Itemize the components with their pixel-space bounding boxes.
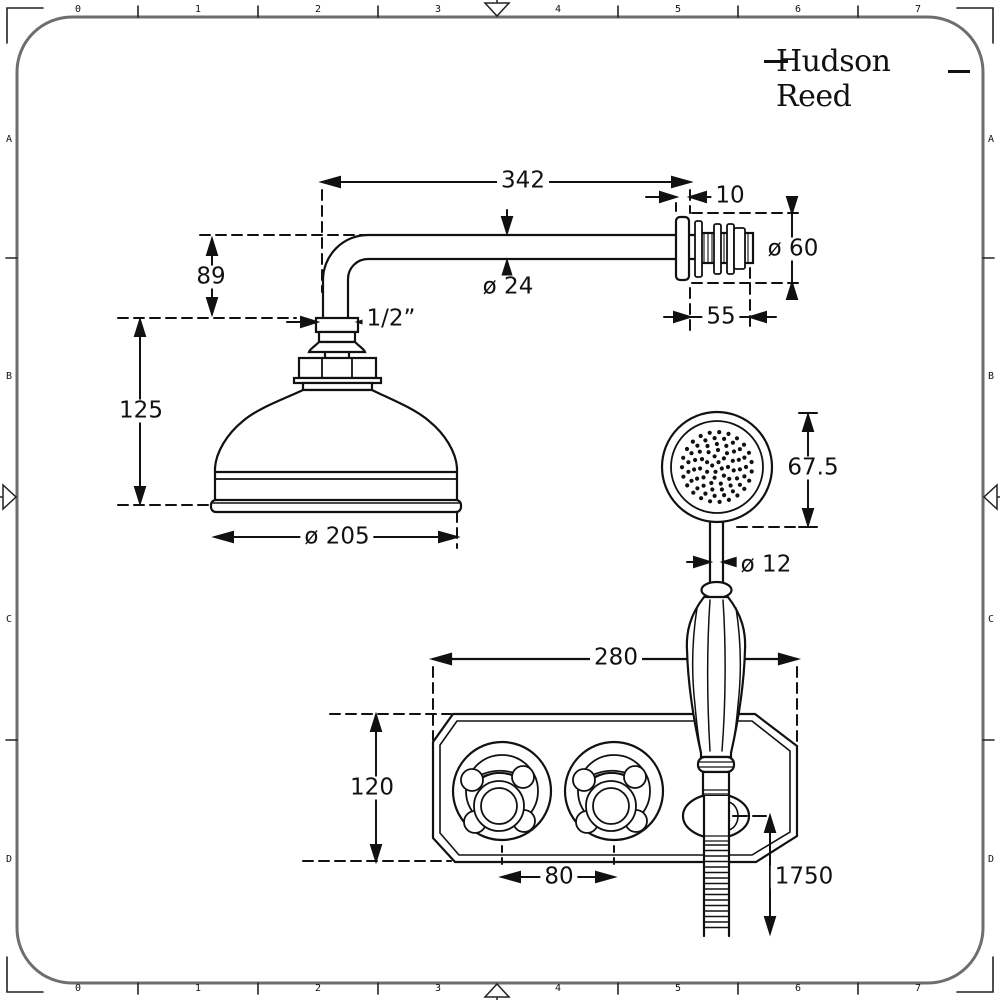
ruler-top-4: 4 [554, 4, 562, 15]
logo-leading-dash [764, 60, 788, 63]
dim-flange-thickness-label: 10 [711, 184, 749, 208]
dim-arm-drop-label: 89 [192, 265, 230, 289]
valve-right [563, 740, 665, 842]
logo-trailing-dash [948, 70, 970, 73]
dim-plate-height-label: 120 [346, 776, 398, 800]
ruler-bottom-5: 5 [674, 983, 682, 994]
ruler-left-c: C [5, 614, 13, 625]
ruler-bottom-7: 7 [914, 983, 922, 994]
handset [660, 410, 774, 798]
dim-valve-spacing-label: 80 [540, 865, 578, 889]
ruler-top-2: 2 [314, 4, 322, 15]
ruler-top-6: 6 [794, 4, 802, 15]
logo-text: Hudson Reed [776, 44, 891, 114]
ruler-left-d: D [5, 854, 13, 865]
ruler-bottom-0: 0 [74, 983, 82, 994]
ruler-right-b: B [987, 371, 995, 382]
ruler-top-3: 3 [434, 4, 442, 15]
handle-flutes [691, 599, 742, 753]
dim-handset-neck-label: ø 12 [736, 553, 796, 577]
ruler-bottom-6: 6 [794, 983, 802, 994]
dim-plate-width-label: 280 [590, 646, 642, 670]
ruler-top-7: 7 [914, 4, 922, 15]
brand-logo: Hudson Reed [764, 44, 970, 114]
hose [702, 794, 739, 938]
dim-handset-head-label: 67.5 [783, 456, 843, 480]
ruler-left-b: B [5, 371, 13, 382]
ruler-right-c: C [987, 614, 995, 625]
ruler-left-a: A [5, 134, 13, 145]
ruler-top-5: 5 [674, 4, 682, 15]
dim-head-diameter-label: ø 205 [300, 525, 374, 549]
corner-marks [6, 7, 994, 993]
dim-stud-length-label: 55 [702, 305, 740, 329]
hose-ribs [704, 844, 729, 929]
wall-flange [674, 215, 755, 282]
ruler-bottom-2: 2 [314, 983, 322, 994]
dim-hose-length-label: 1750 [770, 865, 838, 889]
ruler-bottom-3: 3 [434, 983, 442, 994]
ruler-top-1: 1 [194, 4, 202, 15]
ruler-bottom-1: 1 [194, 983, 202, 994]
dim-flange-diameter-label: ø 60 [763, 237, 823, 261]
shower-head [209, 316, 463, 514]
ruler-bottom-4: 4 [554, 983, 562, 994]
ruler-top-0: 0 [74, 4, 82, 15]
dim-pipe-diameter-label: ø 24 [478, 275, 538, 299]
handset-spray-holes [679, 430, 754, 504]
dim-thread-label: 1/2” [362, 307, 420, 331]
valve-left [451, 740, 553, 842]
ruler-right-a: A [987, 134, 995, 145]
dim-head-height-label: 125 [115, 399, 167, 423]
dim-arm-length-label: 342 [497, 169, 549, 193]
ruler-ticks [5, 5, 995, 995]
ruler-right-d: D [987, 854, 995, 865]
